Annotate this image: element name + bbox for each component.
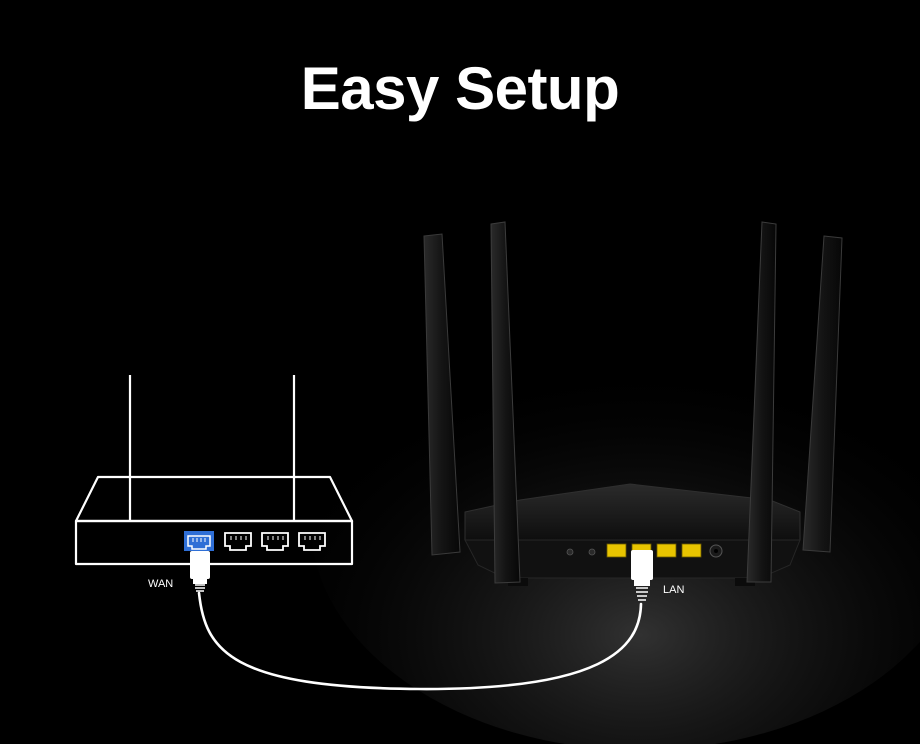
router-port-3 <box>656 543 677 558</box>
lan-plug <box>631 550 653 580</box>
router-antenna-back-left <box>423 233 461 556</box>
router-antenna-front-left <box>490 221 521 584</box>
reset-button <box>566 548 574 556</box>
modem-front <box>74 519 354 566</box>
wan-label: WAN <box>148 578 174 590</box>
lan-port-icon-3 <box>298 532 326 551</box>
router-icon <box>423 221 843 586</box>
router-port-4 <box>681 543 702 558</box>
cable-wire <box>197 591 643 691</box>
wps-button <box>588 548 596 556</box>
modem-outline-icon <box>74 375 354 566</box>
lan-port-icon-2 <box>261 532 289 551</box>
router-foot-right <box>735 578 755 586</box>
wan-port-icon <box>184 531 214 551</box>
router-antenna-front-right <box>746 221 777 583</box>
router-antenna-back-right <box>802 235 843 553</box>
ethernet-cable-icon <box>190 550 653 691</box>
wan-plug <box>190 551 210 579</box>
lan-label: LAN <box>663 584 685 596</box>
page-title: Easy Setup <box>300 55 620 122</box>
router-port-1 <box>606 543 627 558</box>
lan-port-icon-1 <box>224 532 252 551</box>
